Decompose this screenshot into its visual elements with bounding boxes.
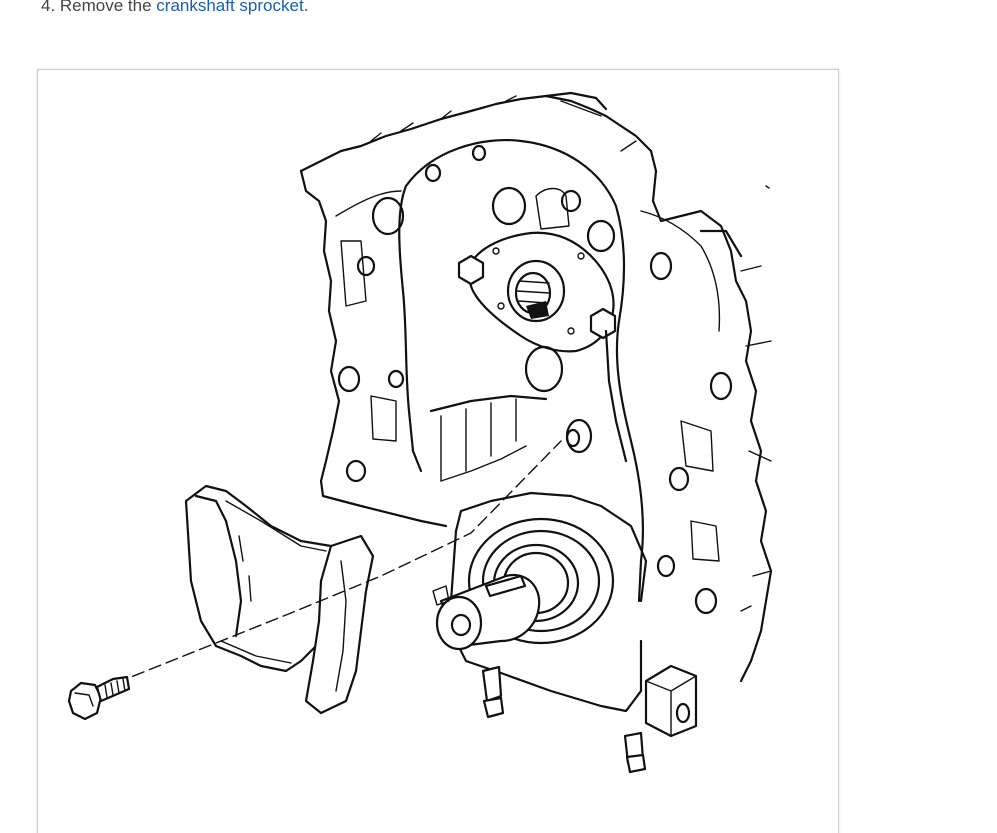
figure-frame	[37, 69, 839, 833]
step-prefix: 4. Remove the	[41, 0, 157, 15]
crankshaft-sprocket-link[interactable]: crankshaft sprocket	[156, 0, 304, 15]
engine-diagram-icon	[67, 91, 773, 774]
step-suffix: .	[303, 0, 309, 15]
step-instruction: 4. Remove the crankshaft sprocket.	[41, 0, 308, 16]
